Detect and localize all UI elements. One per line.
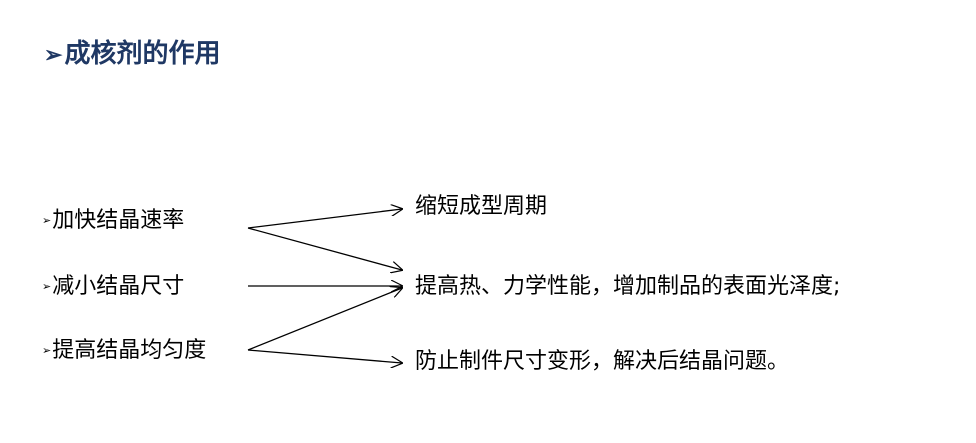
- arrow-bullet-icon: ➢: [42, 280, 52, 293]
- arrow-uniformity-to-properties: [247, 288, 402, 351]
- cause-item-size: ➢减小结晶尺寸: [42, 272, 184, 302]
- slide-title: ➢成核剂的作用: [44, 38, 220, 71]
- arrow-bullet-icon: ➢: [42, 344, 52, 357]
- arrow-bullet-icon: ➢: [44, 42, 63, 68]
- effect-item-properties: 提高热、力学性能，增加制品的表面光泽度;: [415, 274, 841, 299]
- cause-label: 提高结晶均匀度: [52, 338, 207, 363]
- cause-item-speed: ➢加快结晶速率: [42, 206, 184, 236]
- slide-title-text: 成核剂的作用: [64, 39, 221, 69]
- cause-label: 加快结晶速率: [52, 208, 185, 233]
- cause-item-uniformity: ➢提高结晶均匀度: [42, 336, 206, 366]
- effect-item-deformation: 防止制件尺寸变形，解决后结晶问题。: [415, 349, 790, 374]
- arrow-speed-to-cycle: [247, 209, 402, 229]
- arrow-bullet-icon: ➢: [42, 214, 52, 227]
- cause-label: 减小结晶尺寸: [52, 274, 185, 299]
- arrow-speed-to-properties: [247, 227, 402, 270]
- effect-item-cycle: 缩短成型周期: [415, 194, 548, 219]
- arrow-uniformity-to-deformation: [247, 349, 402, 363]
